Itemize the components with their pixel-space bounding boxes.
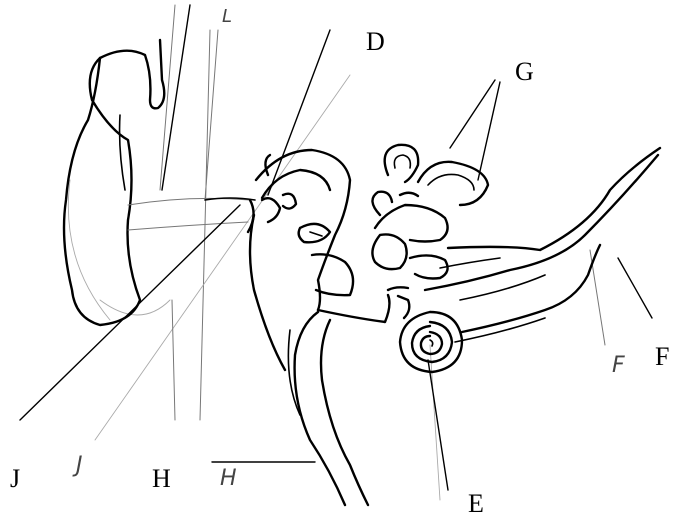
label-top-handwritten: L (222, 6, 232, 27)
label-f-handwritten: F (612, 353, 625, 378)
leader-j (20, 205, 240, 420)
label-d: D (366, 27, 385, 56)
outer-ear-pinna (64, 40, 164, 325)
label-j: J (10, 464, 20, 493)
semicircular-canals (372, 145, 488, 279)
eustachian-tube (288, 312, 368, 505)
label-h-handwritten: H (220, 466, 237, 491)
leader-f (618, 258, 652, 318)
label-h: H (152, 464, 171, 493)
leader-top (162, 5, 190, 190)
leader-lines (20, 5, 652, 490)
ear-canal (128, 198, 255, 230)
leader-g2 (478, 82, 500, 180)
label-g: G (515, 57, 534, 86)
label-f: F (655, 342, 669, 371)
label-e: E (468, 489, 484, 518)
auditory-nerve (425, 148, 660, 342)
cochlea (388, 287, 462, 372)
temporal-bone (250, 155, 285, 370)
label-j-handwritten: J (72, 453, 83, 478)
middle-ear (248, 150, 389, 322)
leader-g1 (450, 80, 495, 148)
